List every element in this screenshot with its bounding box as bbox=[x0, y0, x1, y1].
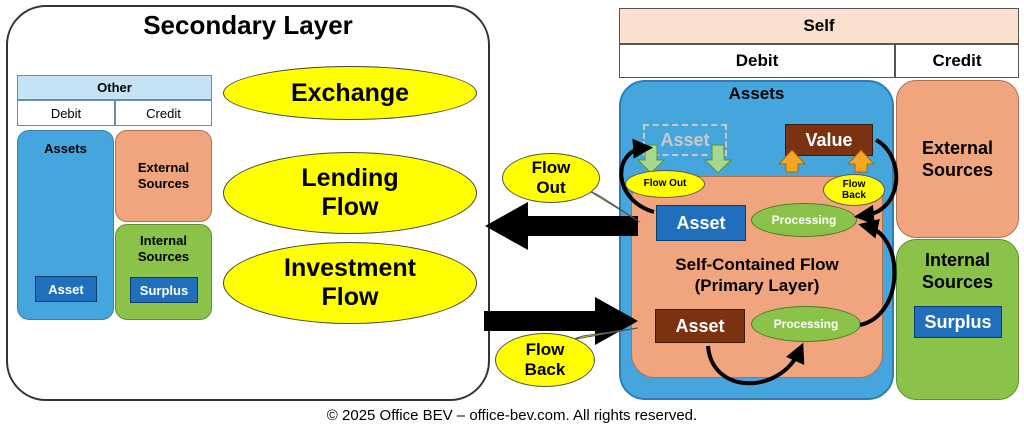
investment-flow-ellipse: Investment Flow bbox=[223, 242, 477, 324]
other-assets-label: Assets bbox=[44, 140, 87, 156]
asset-bottom-box: Asset bbox=[655, 309, 745, 343]
self-contained-flow-label: Self-Contained Flow (Primary Layer) bbox=[675, 254, 839, 295]
flow-back-curve bbox=[854, 138, 899, 225]
flow-back-callout: Flow Back bbox=[495, 333, 595, 387]
other-external-sources: External Sources bbox=[115, 130, 212, 222]
outflow-arrow bbox=[485, 202, 638, 250]
green-down-arrow-right bbox=[703, 144, 733, 174]
orange-up-arrow-right bbox=[846, 149, 876, 173]
self-header: Self bbox=[619, 8, 1019, 44]
green-down-arrow-left bbox=[636, 144, 666, 174]
self-external-sources: External Sources bbox=[896, 80, 1019, 238]
other-assets-block: Assets Asset bbox=[17, 130, 114, 320]
flow-back-small-bubble: Flow Back bbox=[823, 174, 885, 206]
exchange-ellipse: Exchange bbox=[223, 66, 477, 120]
other-internal-sources-block: Internal Sources Surplus bbox=[115, 224, 212, 320]
self-debit-header: Debit bbox=[619, 44, 895, 78]
self-internal-sources-block: Internal Sources Surplus bbox=[896, 239, 1019, 400]
flow-out-callout-tail bbox=[585, 188, 641, 223]
flow-out-small-bubble: Flow Out bbox=[625, 170, 705, 198]
other-internal-sources-label: Internal Sources bbox=[137, 233, 190, 264]
flow-back-callout-tail bbox=[569, 327, 639, 341]
processing-bottom-oval: Processing bbox=[751, 306, 861, 342]
other-debit-header: Debit bbox=[17, 100, 115, 126]
asset-to-processing-curve bbox=[706, 342, 805, 386]
flow-out-curve bbox=[619, 138, 655, 214]
inflow-arrow bbox=[484, 297, 638, 345]
secondary-layer-title: Secondary Layer bbox=[143, 9, 353, 40]
flow-out-callout: Flow Out bbox=[502, 153, 600, 203]
other-surplus-box: Surplus bbox=[130, 277, 198, 303]
self-credit-header: Credit bbox=[895, 44, 1019, 78]
orange-up-arrow-left bbox=[777, 149, 807, 173]
lending-flow-ellipse: Lending Flow bbox=[223, 152, 477, 234]
self-surplus-box: Surplus bbox=[914, 306, 1002, 338]
asset-top-box: Asset bbox=[656, 205, 746, 241]
other-header: Other bbox=[17, 75, 212, 100]
self-internal-sources-label: Internal Sources bbox=[921, 250, 994, 292]
value-box: Value bbox=[785, 124, 873, 156]
copyright-footer: © 2025 Office BEV – office-bev.com. All … bbox=[326, 406, 698, 424]
processing-loop-curve bbox=[858, 218, 897, 327]
other-asset-box: Asset bbox=[35, 276, 97, 302]
other-credit-header: Credit bbox=[115, 100, 212, 126]
self-assets-label: Assets bbox=[728, 84, 785, 103]
processing-top-oval: Processing bbox=[751, 203, 857, 237]
